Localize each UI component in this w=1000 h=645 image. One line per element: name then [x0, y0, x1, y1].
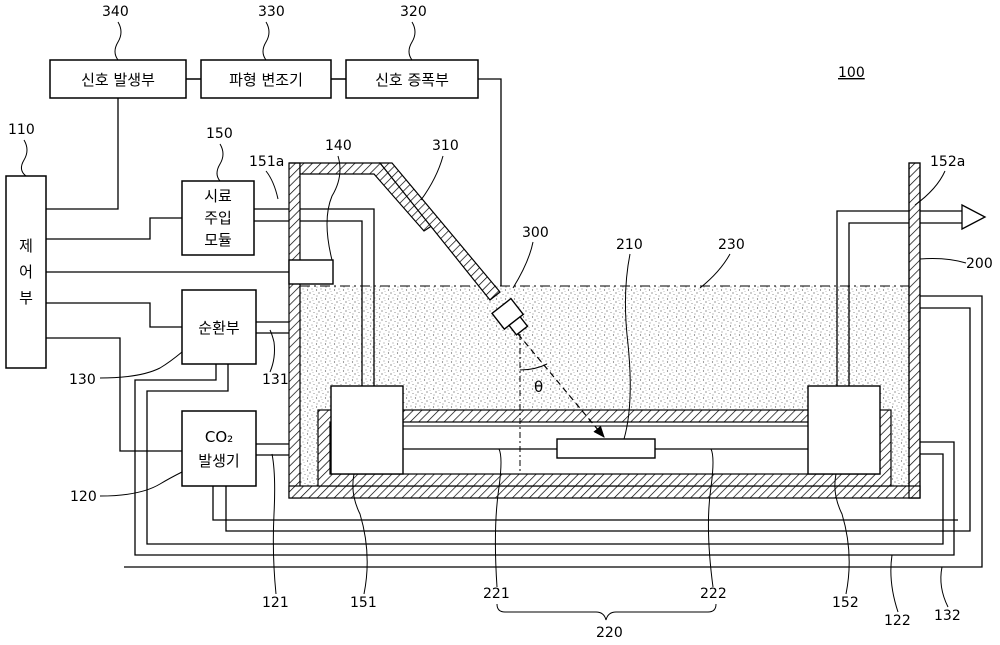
svg-text:발생기: 발생기	[198, 452, 239, 470]
svg-text:132: 132	[934, 608, 961, 624]
figure-number: 100	[838, 65, 865, 81]
outlet-arrow	[962, 205, 985, 229]
svg-text:어: 어	[19, 263, 33, 281]
svg-text:151a: 151a	[249, 154, 284, 170]
svg-text:300: 300	[522, 225, 549, 241]
svg-text:120: 120	[70, 489, 97, 505]
co2-generator-block: CO₂ 발생기	[182, 411, 256, 486]
svg-text:210: 210	[616, 237, 643, 253]
svg-text:330: 330	[258, 4, 285, 20]
svg-text:152a: 152a	[930, 154, 965, 170]
block-151	[331, 386, 403, 474]
svg-text:121: 121	[262, 595, 289, 611]
svg-text:220: 220	[596, 625, 623, 641]
svg-text:110: 110	[8, 122, 35, 138]
waveform-modulator-block: 파형 변조기	[201, 60, 331, 98]
svg-text:230: 230	[718, 237, 745, 253]
controller-block: 제 어 부	[6, 176, 46, 368]
svg-text:221: 221	[483, 586, 510, 602]
svg-text:150: 150	[206, 126, 233, 142]
svg-text:모듈: 모듈	[204, 231, 232, 249]
svg-text:320: 320	[400, 4, 427, 20]
circulation-block: 순환부	[182, 290, 256, 364]
svg-text:340: 340	[102, 4, 129, 20]
svg-text:130: 130	[69, 372, 96, 388]
svg-text:신호 발생부: 신호 발생부	[81, 71, 155, 89]
svg-text:122: 122	[884, 613, 911, 629]
svg-text:시료: 시료	[204, 187, 232, 205]
svg-text:131: 131	[262, 372, 289, 388]
signal-generator-block: 신호 발생부	[50, 60, 186, 98]
svg-text:부: 부	[19, 289, 33, 307]
block-152	[808, 386, 880, 474]
svg-text:151: 151	[350, 595, 377, 611]
svg-text:200: 200	[966, 256, 993, 272]
signal-amplifier-block: 신호 증폭부	[346, 60, 478, 98]
svg-text:파형 변조기: 파형 변조기	[229, 71, 303, 89]
svg-text:제: 제	[19, 237, 33, 255]
waveguide-310	[380, 163, 500, 300]
svg-text:310: 310	[432, 138, 459, 154]
svg-text:140: 140	[325, 138, 352, 154]
sample-210	[557, 439, 655, 458]
svg-text:CO₂: CO₂	[205, 428, 233, 446]
sample-injection-block: 시료 주입 모듈	[182, 181, 254, 255]
svg-text:222: 222	[700, 586, 727, 602]
svg-text:주입: 주입	[204, 209, 232, 227]
sensor-140	[289, 260, 333, 284]
svg-text:152: 152	[832, 595, 859, 611]
svg-text:신호 증폭부: 신호 증폭부	[375, 71, 449, 89]
svg-text:순환부: 순환부	[198, 319, 240, 337]
angle-theta: θ	[534, 378, 543, 396]
